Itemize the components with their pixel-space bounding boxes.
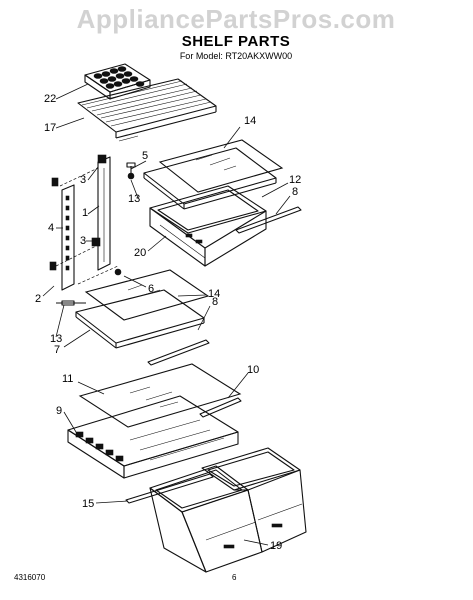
- callout-14-lower: 14: [208, 288, 220, 300]
- callout-12: 12: [289, 174, 301, 186]
- leader-lines: [42, 83, 291, 546]
- callout-3-lower: 3: [80, 235, 86, 247]
- wire-shelf: [77, 78, 217, 142]
- callout-3-upper: 3: [80, 174, 86, 186]
- callout-6: 6: [148, 283, 154, 295]
- callout-8-upper: 8: [292, 186, 298, 198]
- middle-trim-strip: [147, 339, 210, 366]
- upper-screws: [126, 162, 136, 180]
- callout-1: 1: [82, 207, 88, 219]
- callout-8-lower: 8: [212, 296, 218, 308]
- model-subtitle: For Model: RT20AKXWW00: [180, 51, 292, 61]
- callout-9: 9: [56, 405, 62, 417]
- callout-4: 4: [48, 222, 54, 234]
- crisper-drawer-right: [201, 447, 307, 553]
- callout-7: 7: [54, 344, 60, 356]
- callout-5: 5: [142, 150, 148, 162]
- shelf-support-rail-left: [49, 177, 75, 291]
- deli-drawer: [149, 185, 267, 267]
- egg-tray: [84, 63, 151, 100]
- crisper-cover-trim: [199, 397, 242, 418]
- document-number: 4316070: [14, 573, 46, 582]
- callout-10: 10: [247, 364, 259, 376]
- crisper-drawer-left: [149, 465, 263, 573]
- callout-17: 17: [44, 122, 56, 134]
- crisper-cover-glass: [78, 363, 242, 428]
- crisper-cover-frame: [67, 395, 239, 479]
- crisper-slide-rail: [125, 473, 214, 504]
- diagram-title: SHELF PARTS: [182, 33, 291, 50]
- callout-13-lower: 13: [50, 333, 62, 345]
- upper-shelf-frame: [143, 147, 277, 210]
- callout-13-upper: 13: [128, 193, 140, 205]
- callout-14-upper: 14: [244, 115, 256, 127]
- callout-20: 20: [134, 247, 146, 259]
- callout-22: 22: [44, 93, 56, 105]
- middle-screw: [56, 300, 86, 306]
- callout-15: 15: [82, 498, 94, 510]
- callout-2: 2: [35, 293, 41, 305]
- shelf-support-rail-right: [91, 154, 111, 271]
- page-number: 6: [232, 573, 237, 582]
- callout-labels: 22 17 14 5 13 12 8 3 1 4 3 20 2 6 14 8 1…: [35, 93, 301, 552]
- watermark: AppliancePartsPros.com: [77, 4, 396, 34]
- upper-glass-shelf: [158, 139, 284, 193]
- callout-19: 19: [270, 540, 282, 552]
- upper-trim-strip: [235, 206, 302, 234]
- callout-11: 11: [62, 373, 73, 385]
